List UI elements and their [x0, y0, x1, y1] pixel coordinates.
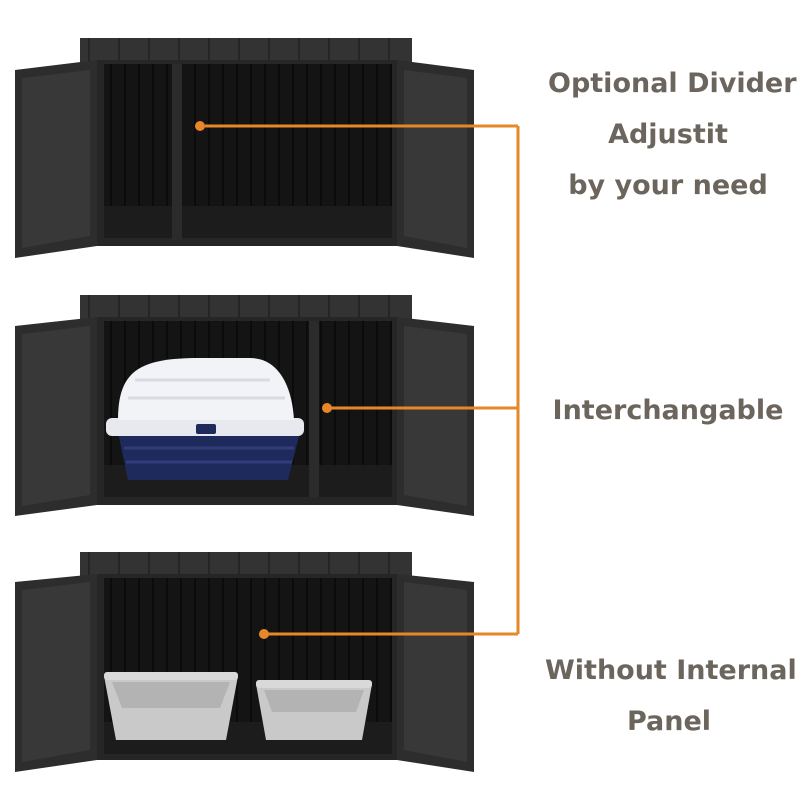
internal-divider [172, 64, 182, 240]
cabinet-with-litter-box [15, 295, 474, 516]
caption-line: Without Internal [545, 655, 797, 686]
litter-tray-large [104, 672, 238, 740]
cabinet-with-divider [15, 38, 474, 258]
caption-line: by your need [568, 170, 768, 201]
callout-connector [205, 124, 520, 636]
hooded-litter-box [106, 358, 304, 480]
caption-line: Adjustit [608, 119, 728, 150]
callout-dot-1 [195, 121, 205, 131]
feature-caption-interchangeable: Interchangable [548, 385, 788, 436]
feature-caption-without-panel: Without Internal Panel [545, 645, 797, 747]
cabinet-without-panel [15, 552, 474, 772]
caption-line: Panel [626, 706, 712, 737]
internal-divider [309, 321, 319, 497]
litter-tray-small [256, 680, 372, 740]
caption-line: Optional Divider [548, 68, 797, 99]
feature-caption-divider: Optional Divider Adjustit by your need [548, 58, 797, 211]
callout-dot-2 [322, 403, 332, 413]
caption-line: Interchangable [552, 395, 784, 426]
callout-dot-3 [259, 629, 269, 639]
